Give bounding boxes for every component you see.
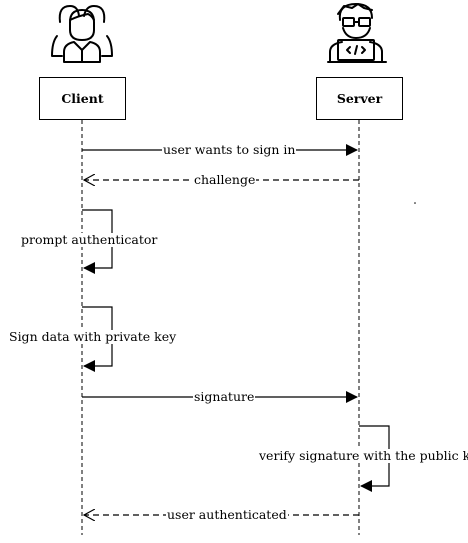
message-label-3: prompt authenticator <box>20 232 159 247</box>
message-label-5: signature <box>193 389 256 404</box>
message-label-4: Sign data with private key <box>8 329 178 344</box>
client-header: Client <box>39 77 126 120</box>
message-label-2: challenge <box>193 172 257 187</box>
message-label-6: verify signature with the public key <box>258 449 468 463</box>
message-label-7: user authenticated <box>166 507 288 522</box>
stray-dot <box>414 202 416 204</box>
users-group-icon <box>51 5 113 63</box>
message-label-1: user wants to sign in <box>162 142 297 157</box>
server-header: Server <box>316 77 403 120</box>
developer-laptop-icon <box>327 3 387 63</box>
